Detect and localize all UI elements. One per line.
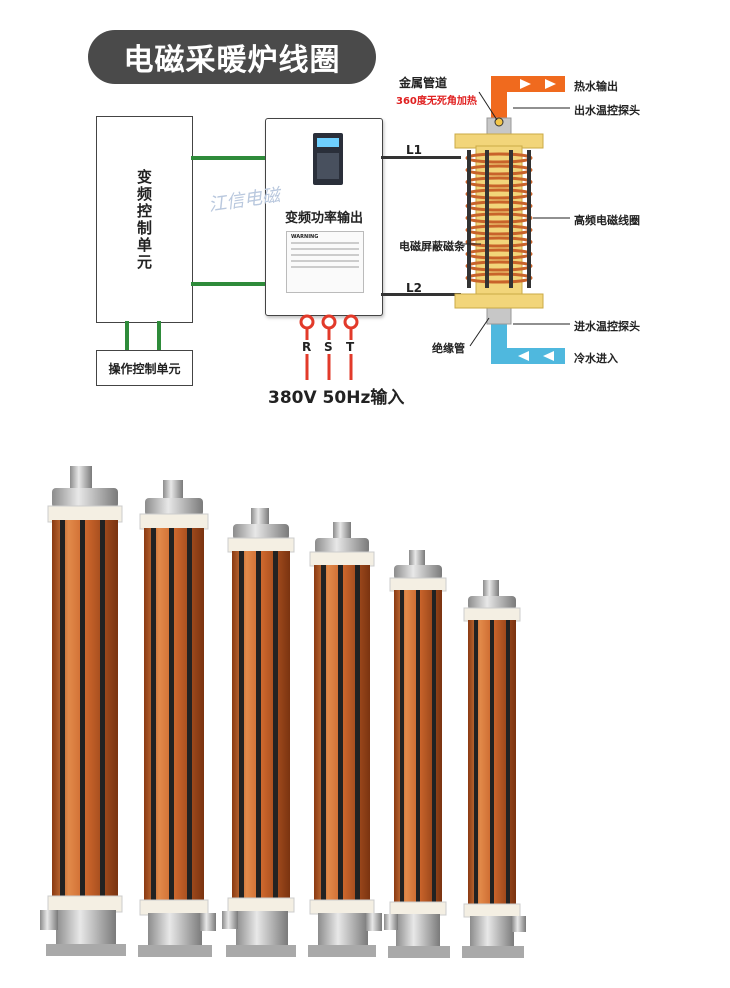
phase-t-label: T [346, 340, 355, 354]
hf-coil-label: 高频电磁线圈 [574, 214, 640, 227]
wire-op-right [157, 321, 161, 350]
frequency-control-unit-label: 变频控制单元 [135, 168, 153, 271]
phase-s-label: S [324, 340, 333, 354]
coil-unit-1 [40, 466, 126, 956]
operation-control-unit-label: 操作控制单元 [108, 361, 181, 376]
coil-unit-2 [138, 480, 216, 957]
shield-strips [467, 150, 531, 288]
l1-label: L1 [406, 143, 422, 157]
wire-op-left [125, 321, 129, 350]
coil-unit-4 [308, 522, 382, 957]
wire-l1 [381, 156, 461, 159]
l2-label: L2 [406, 281, 422, 295]
operation-control-unit: 操作控制单元 [96, 350, 193, 386]
coil-unit-5 [384, 550, 450, 958]
wire-bottom [191, 282, 265, 286]
inverter-label: 变频功率输出 [284, 211, 363, 226]
insulation-label: 绝缘管 [432, 342, 465, 355]
inverter-box: 变频功率输出 WARNING [265, 118, 383, 316]
power-input-label: 380V 50Hz输入 [268, 388, 405, 408]
cold-water-pipe [491, 322, 565, 364]
outlet-probe-label: 出水温控探头 [574, 104, 640, 117]
hot-water-out-label: 热水输出 [574, 80, 618, 93]
warning-label: WARNING [291, 234, 319, 240]
page-title: 电磁采暖炉线圈 [88, 30, 376, 84]
metal-pipe-label: 金属管道 [399, 76, 448, 90]
heating-note-label: 360度无死角加热 [396, 96, 477, 107]
coil-unit-3 [222, 508, 296, 957]
leader-lines [462, 91, 570, 347]
wire-l2 [381, 293, 461, 296]
phase-r-label: R [302, 340, 312, 354]
warning-panel: WARNING [286, 231, 364, 293]
wire-top [191, 156, 265, 160]
inverter-display [313, 133, 343, 185]
coil-unit-6 [462, 580, 526, 958]
frequency-control-unit: 变频控制单元 [96, 116, 193, 323]
hot-water-pipe [491, 76, 565, 122]
cold-water-in-label: 冷水进入 [574, 352, 618, 365]
inlet-probe-label: 进水温控探头 [574, 320, 640, 333]
shield-label: 电磁屏蔽磁条 [399, 240, 465, 253]
